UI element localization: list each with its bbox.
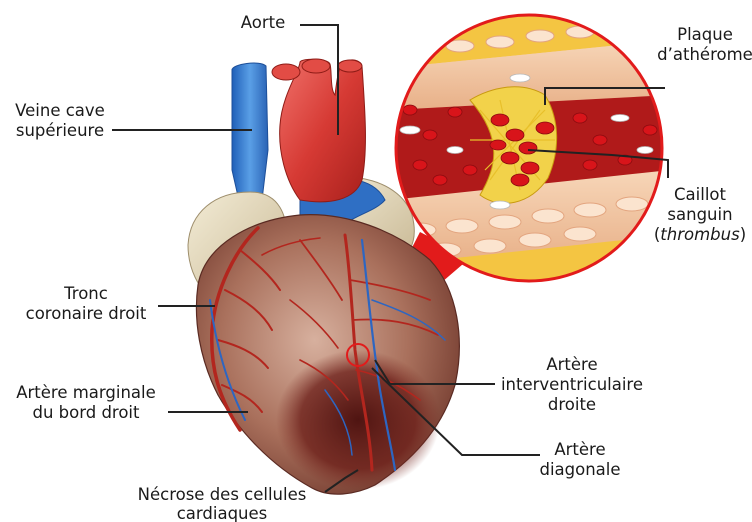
superior-vena-cava (232, 63, 268, 205)
caillot-thrombus-term: thrombus (660, 225, 740, 244)
aorta-branch-2 (302, 59, 330, 73)
label-caillot-line2: sanguin (667, 205, 732, 224)
label-caillot-line3: (thrombus) (654, 225, 746, 244)
caillot-paren-close: ) (740, 225, 746, 244)
label-necrose-line1: Nécrose des cellules (138, 485, 307, 504)
aorta (280, 59, 366, 202)
label-tronc-line1: Tronc (63, 284, 108, 303)
label-necrose-line2: cardiaques (177, 504, 268, 522)
label-marginale-line1: Artère marginale (16, 383, 156, 402)
label-interventriculaire-line2: interventriculaire (501, 375, 643, 394)
label-interventriculaire-line3: droite (548, 395, 596, 414)
aorta-branch-1 (272, 64, 300, 80)
label-plaque-line2: d’athérome (657, 45, 752, 64)
label-marginale-line2: du bord droit (32, 403, 140, 422)
label-veine-cave-line2: supérieure (16, 121, 104, 140)
label-aorte: Aorte (241, 13, 286, 32)
label-caillot-line1: Caillot (674, 185, 726, 204)
aorta-branch-3 (338, 60, 362, 72)
label-diagonale-line1: Artère (554, 440, 605, 459)
label-interventriculaire-line1: Artère (546, 355, 597, 374)
label-tronc-line2: coronaire droit (26, 304, 147, 323)
label-veine-cave-line1: Veine cave (15, 101, 105, 120)
label-diagonale-line2: diagonale (539, 460, 620, 479)
label-plaque-line1: Plaque (677, 25, 733, 44)
